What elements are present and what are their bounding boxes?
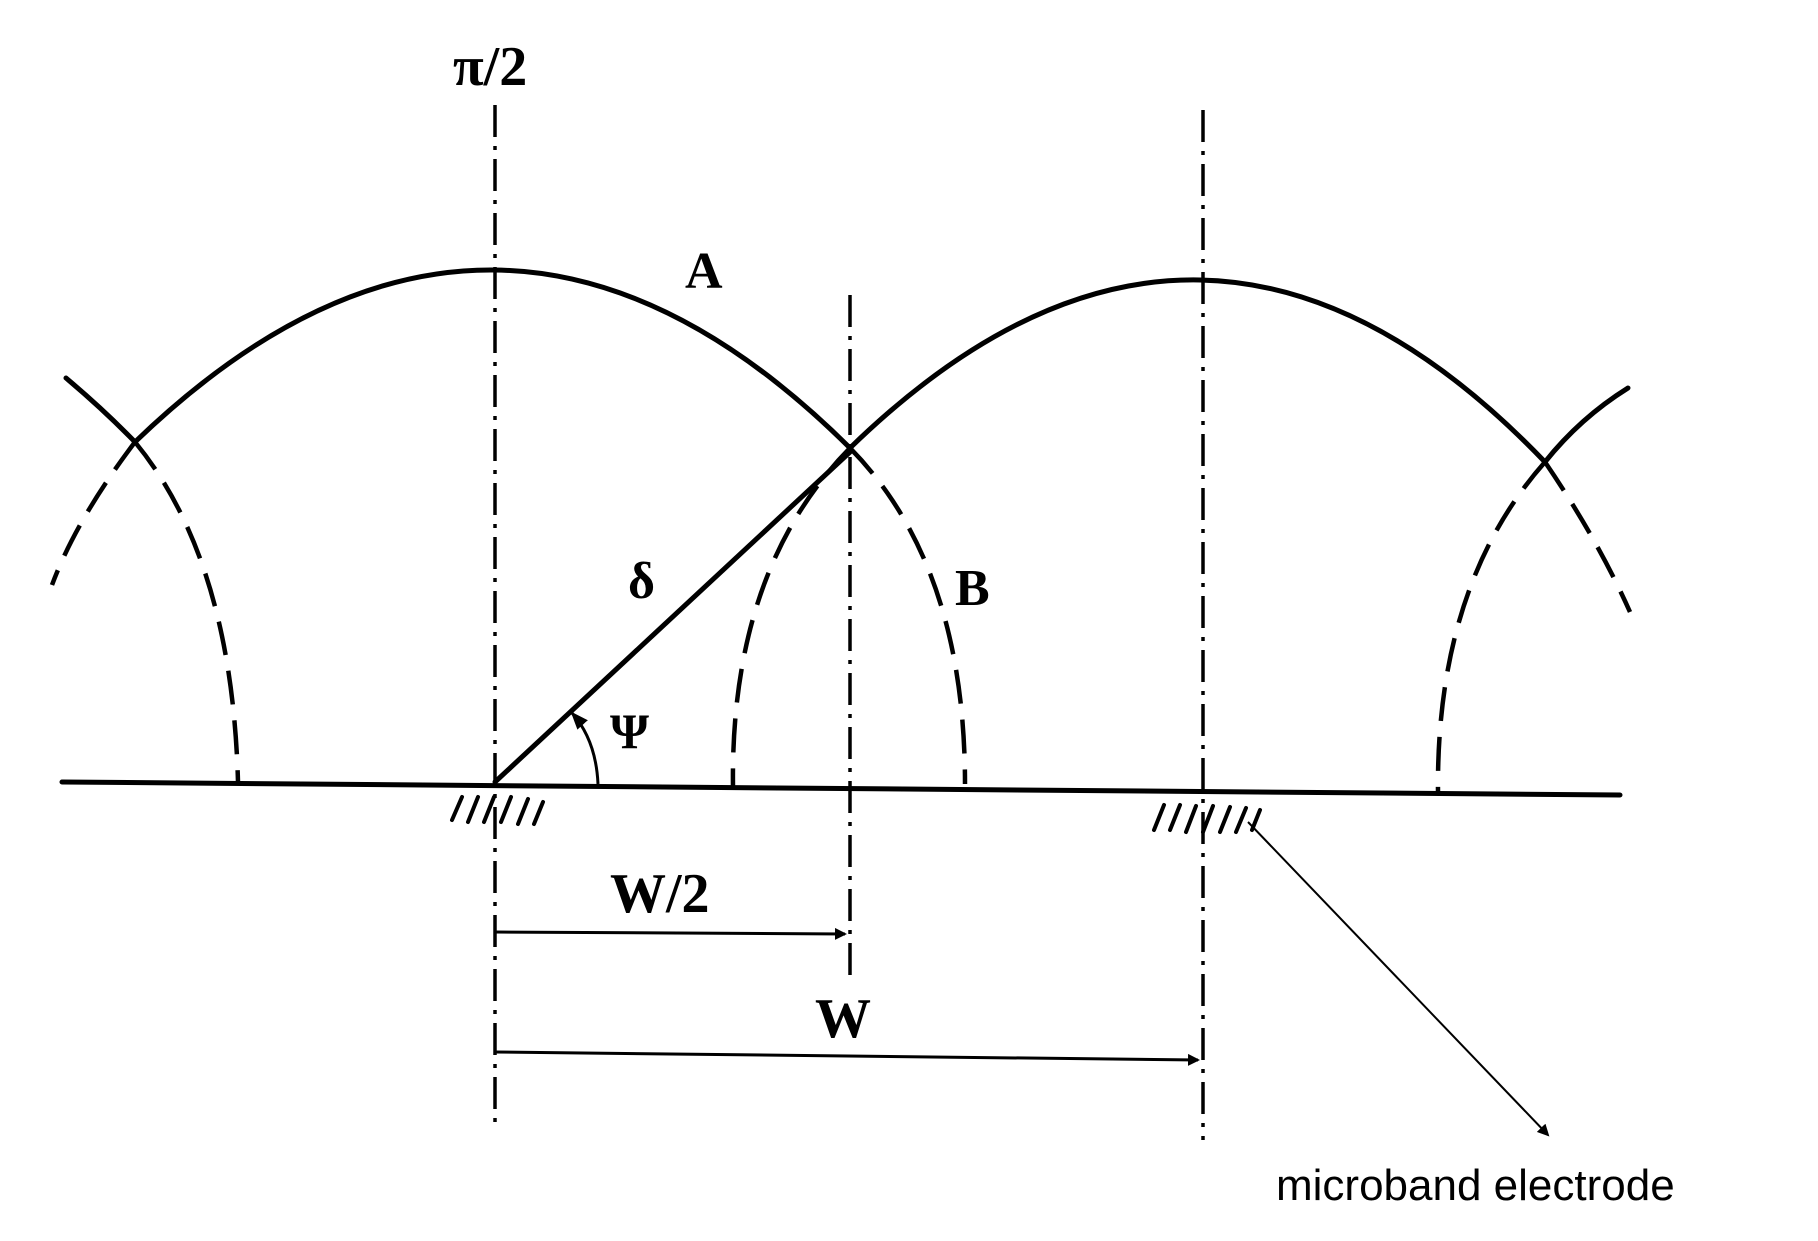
right-electrode-hatching [1152, 803, 1262, 834]
electrode-plane-line [59, 779, 1623, 798]
top-axis-label: π/2 [453, 36, 527, 98]
dashed-arc-center-inner [730, 446, 852, 788]
diffusion-front-arc-a [132, 267, 853, 451]
psi-angle-arc [570, 711, 600, 785]
dashed-arc-far-left [49, 440, 137, 586]
delta-radius-line [492, 449, 853, 785]
width-dimension-line [494, 1050, 1200, 1066]
psi-label: Ψ [610, 703, 649, 759]
diffusion-front-arc-right-fragment [1542, 385, 1631, 465]
left-electrode-hatching [450, 795, 545, 826]
half-width-label: W/2 [610, 863, 710, 925]
curve-a-label: A [685, 243, 723, 300]
half-width-dimension-line [494, 927, 847, 940]
diffusion-front-arc-left-fragment [63, 375, 138, 445]
dashed-arc-right-inner [1435, 460, 1547, 793]
diffusion-front-arc-right [847, 277, 1548, 465]
dashed-arc-left-inner [133, 440, 241, 783]
curve-b-label: B [955, 560, 990, 617]
width-label: W [815, 988, 871, 1050]
dashed-arc-b [848, 446, 968, 785]
microband-electrode-label: microband electrode [1276, 1161, 1675, 1210]
electrode-callout-arrow [1247, 821, 1550, 1137]
dashed-arc-far-right [1543, 460, 1633, 613]
delta-label: δ [628, 553, 655, 610]
